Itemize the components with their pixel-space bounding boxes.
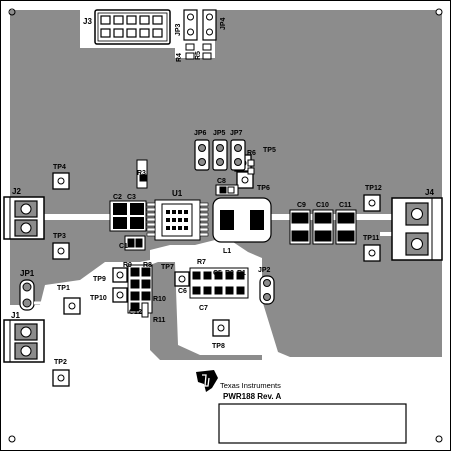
j4-connector <box>391 197 443 261</box>
tp7-label: TP7 <box>161 264 174 271</box>
c5-label: C5 <box>213 270 222 277</box>
tp9-label: TP9 <box>93 276 106 283</box>
c1-label: C1 <box>119 243 128 250</box>
j2-connector <box>3 196 45 240</box>
j3-label: J3 <box>83 17 92 26</box>
c2-c3-caps <box>109 200 147 232</box>
c9-label: C9 <box>297 202 306 209</box>
tp2-label: TP2 <box>54 359 67 366</box>
r4-label: R4 <box>176 53 183 62</box>
r1-label: R1 <box>237 270 246 277</box>
j1-connector <box>3 319 45 363</box>
tp8-label: TP8 <box>212 343 225 350</box>
tp4-label: TP4 <box>53 164 66 171</box>
feedback-cluster <box>189 267 249 299</box>
tp10-label: TP10 <box>90 295 107 302</box>
r11-label: R11 <box>153 317 166 324</box>
r9-label: R9 <box>123 262 132 269</box>
r10-label: R10 <box>153 296 166 303</box>
j4-label: J4 <box>425 188 434 197</box>
u1-ic <box>146 199 209 241</box>
r3-label: R3 <box>137 170 146 177</box>
jp6-jp5-jp7-headers <box>194 139 246 171</box>
tp1-label: TP1 <box>57 285 70 292</box>
c1-part <box>124 235 146 251</box>
company-name: Texas Instruments <box>220 381 281 390</box>
c7-label: C7 <box>199 305 208 312</box>
copper-pour <box>10 10 442 357</box>
u1-label: U1 <box>172 189 183 198</box>
mount-hole-tr <box>435 8 443 16</box>
r6-c8-parts <box>215 159 255 196</box>
r2-label: R2 <box>225 270 234 277</box>
serial-label-box <box>218 403 407 444</box>
jp4-header <box>202 9 217 41</box>
mount-hole-br <box>435 435 443 443</box>
r4-r5-parts <box>185 43 212 60</box>
ti-logo-icon <box>196 370 218 392</box>
tp3-label: TP3 <box>53 233 66 240</box>
c8-label: C8 <box>217 178 226 185</box>
l1-inductor <box>212 197 272 243</box>
j1-label: J1 <box>11 311 20 320</box>
c3-label: C3 <box>127 194 136 201</box>
mount-hole-tl <box>8 8 16 16</box>
r8-label: R8 <box>143 262 152 269</box>
jp7-label: JP7 <box>230 130 243 137</box>
jp1-header <box>19 279 60 311</box>
tp11-label: TP11 <box>363 235 379 242</box>
jp2-header <box>259 275 275 305</box>
j2-label: J2 <box>12 187 21 196</box>
c2-label: C2 <box>113 194 122 201</box>
r7-label: R7 <box>197 259 206 266</box>
r6-label: R6 <box>247 150 256 157</box>
mount-hole-bl <box>8 435 16 443</box>
tp5-label: TP5 <box>263 147 276 154</box>
c11-label: C11 <box>339 202 352 209</box>
output-caps <box>289 209 357 245</box>
board-id: PWR188 Rev. A <box>223 392 281 401</box>
j3-header <box>94 9 171 45</box>
jp3-label: JP3 <box>175 23 182 36</box>
c10-label: C10 <box>316 202 329 209</box>
r3-part <box>136 159 148 189</box>
jp4-label: JP4 <box>220 17 227 30</box>
c12-label: C12 <box>129 309 142 316</box>
r5-label: R5 <box>195 51 202 60</box>
jp6-label: JP6 <box>194 130 207 137</box>
tp12-label: TP12 <box>365 185 382 192</box>
jp5-label: JP5 <box>213 130 226 137</box>
copper-pour-lower <box>150 262 262 360</box>
c6-label: C6 <box>178 288 187 295</box>
r8-r11-cluster <box>127 264 153 318</box>
tp6-label: TP6 <box>257 185 270 192</box>
l1-label: L1 <box>223 248 231 255</box>
jp3-header <box>183 9 198 41</box>
jp2-label: JP2 <box>258 267 271 274</box>
jp1-label: JP1 <box>20 269 35 278</box>
input-trace-gap <box>36 214 136 220</box>
